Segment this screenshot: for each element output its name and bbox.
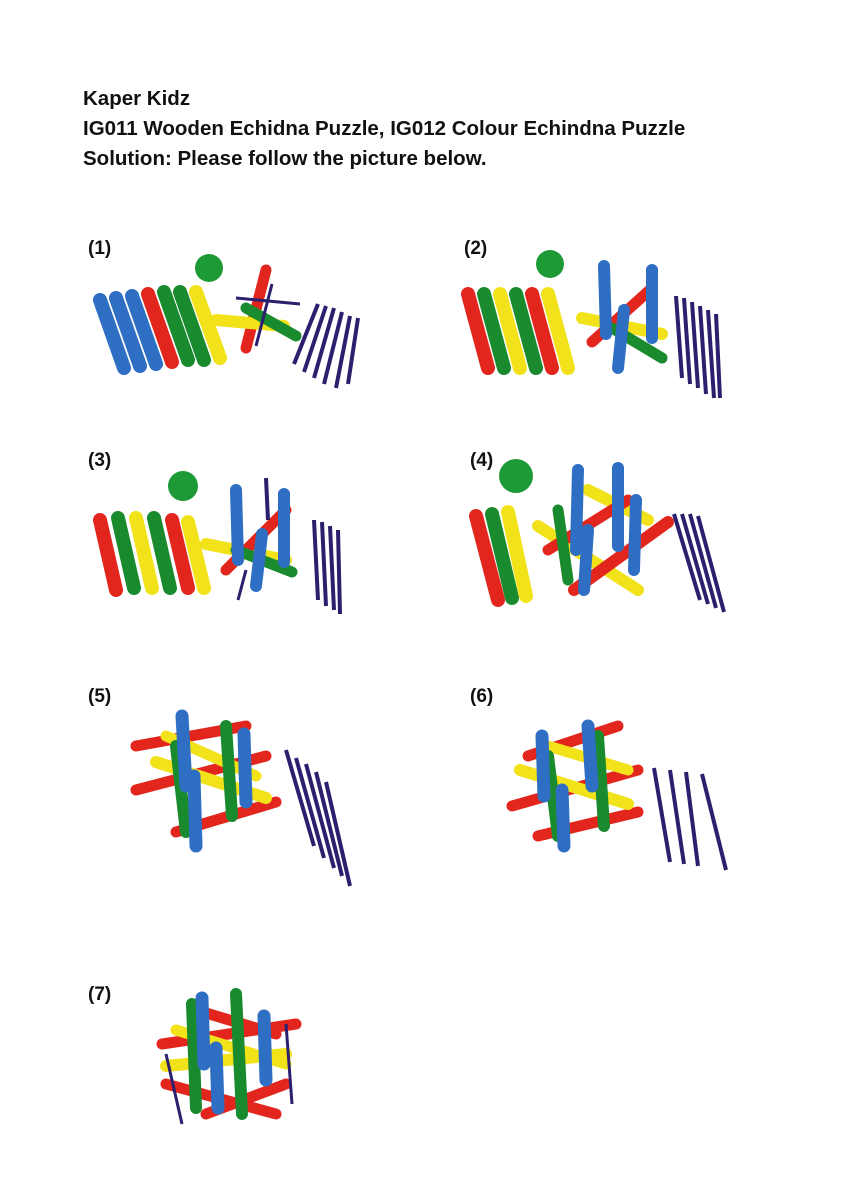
step-7: (7)	[86, 984, 326, 1134]
loose-rods-group	[93, 511, 211, 597]
step-1-photo	[93, 254, 360, 389]
step-7-photo	[156, 988, 302, 1125]
rod-blue	[125, 289, 163, 371]
rod-red	[141, 287, 179, 369]
step-label: (5)	[88, 686, 112, 707]
partial-assembly	[210, 264, 302, 354]
loose-rods-group	[461, 287, 575, 375]
partial-assembly	[506, 719, 644, 853]
partial-assembly	[576, 260, 668, 374]
purple-pins	[292, 303, 360, 389]
partial-assembly	[200, 477, 298, 601]
step-6-photo	[506, 719, 728, 871]
step-2: (2)	[461, 238, 752, 408]
company-name: Kaper Kidz	[83, 87, 191, 110]
purple-pins	[652, 767, 728, 871]
step-label: (1)	[88, 238, 112, 259]
product-title: IG011 Wooden Echidna Puzzle, IG012 Colou…	[83, 117, 686, 140]
step-label: (2)	[464, 238, 488, 259]
rod-green	[240, 302, 302, 342]
green-ball	[536, 250, 564, 278]
rod-yellow	[189, 285, 227, 365]
step-4-photo	[469, 459, 726, 613]
purple-pins	[674, 295, 722, 399]
partial-assembly	[532, 462, 674, 596]
pin-purple	[254, 283, 274, 347]
step-3: (3)	[86, 450, 366, 625]
step-label: (7)	[88, 984, 112, 1005]
rod-blue	[109, 291, 147, 373]
completed-echidna-puzzle	[156, 988, 302, 1125]
purple-pins	[284, 749, 352, 887]
step-6: (6)	[468, 686, 748, 876]
purple-pins	[672, 513, 726, 613]
purple-pins	[312, 519, 342, 615]
step-4: (4)	[468, 450, 748, 630]
rod-blue	[93, 293, 131, 375]
step-3-photo	[93, 471, 342, 615]
step-5-photo	[130, 709, 352, 887]
loose-rods-group	[469, 505, 533, 607]
step-2-photo	[461, 250, 722, 399]
document-header: Kaper Kidz IG011 Wooden Echidna Puzzle, …	[83, 84, 685, 174]
loose-rods-group	[93, 285, 227, 375]
rod-green	[173, 285, 211, 367]
step-label: (4)	[470, 450, 494, 471]
step-1: (1)	[86, 238, 386, 398]
step-5: (5)	[86, 686, 376, 896]
step-label: (3)	[88, 450, 112, 471]
green-ball	[499, 459, 533, 493]
green-ball	[195, 254, 223, 282]
green-ball	[168, 471, 198, 501]
step-label: (6)	[470, 686, 494, 707]
rod-green	[157, 285, 195, 367]
solution-instruction: Solution: Please follow the picture belo…	[83, 147, 487, 170]
partial-assembly	[130, 709, 282, 853]
